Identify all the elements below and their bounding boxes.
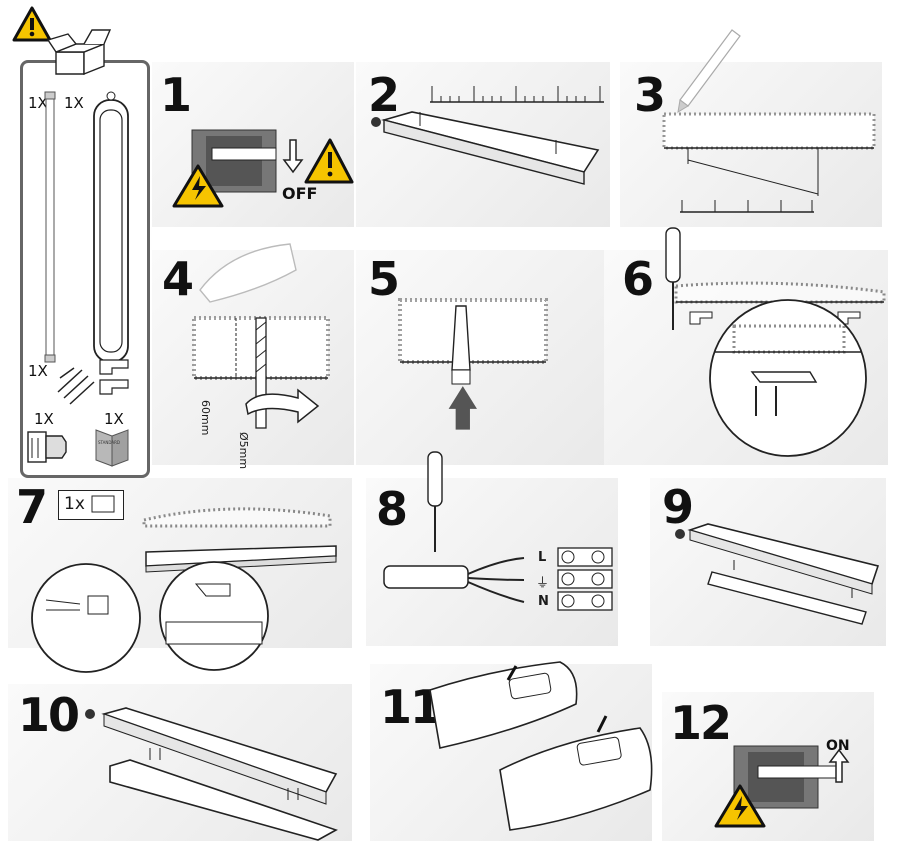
step-3-number: 3 (634, 68, 666, 122)
terminal-L-label: L (538, 550, 547, 565)
qty-manual: 1X (104, 410, 124, 428)
step-7-number: 7 (16, 480, 48, 534)
step-4-number: 4 (162, 252, 194, 306)
manual-booklet-text: STANDARD (98, 440, 121, 445)
qty-gland: 1X (34, 410, 54, 428)
step-12-on-label: ON (826, 738, 850, 754)
step-2-number: 2 (368, 68, 400, 122)
qty-tube: 1X (28, 94, 48, 112)
step-7-note-label: 1x (64, 494, 85, 514)
step-6-number: 6 (622, 252, 654, 306)
step-1-off-label: OFF (282, 184, 318, 203)
qty-cover: 1X (64, 94, 84, 112)
step-1-number: 1 (160, 68, 192, 122)
qty-screws: 1X (28, 362, 48, 380)
terminal-N-label: N (538, 594, 549, 609)
step-4-depth-label: 60mm (199, 400, 212, 436)
terminal-earth-label: ⏚ (536, 576, 550, 591)
step-8-number: 8 (376, 482, 408, 536)
step-5-number: 5 (368, 252, 400, 306)
step-10-number: 10 (18, 688, 80, 742)
step-4-diameter-label: Ø5mm (237, 432, 250, 470)
step-9-number: 9 (662, 480, 694, 534)
step-12-number: 12 (670, 696, 732, 750)
step-11-number: 11 (380, 680, 442, 734)
